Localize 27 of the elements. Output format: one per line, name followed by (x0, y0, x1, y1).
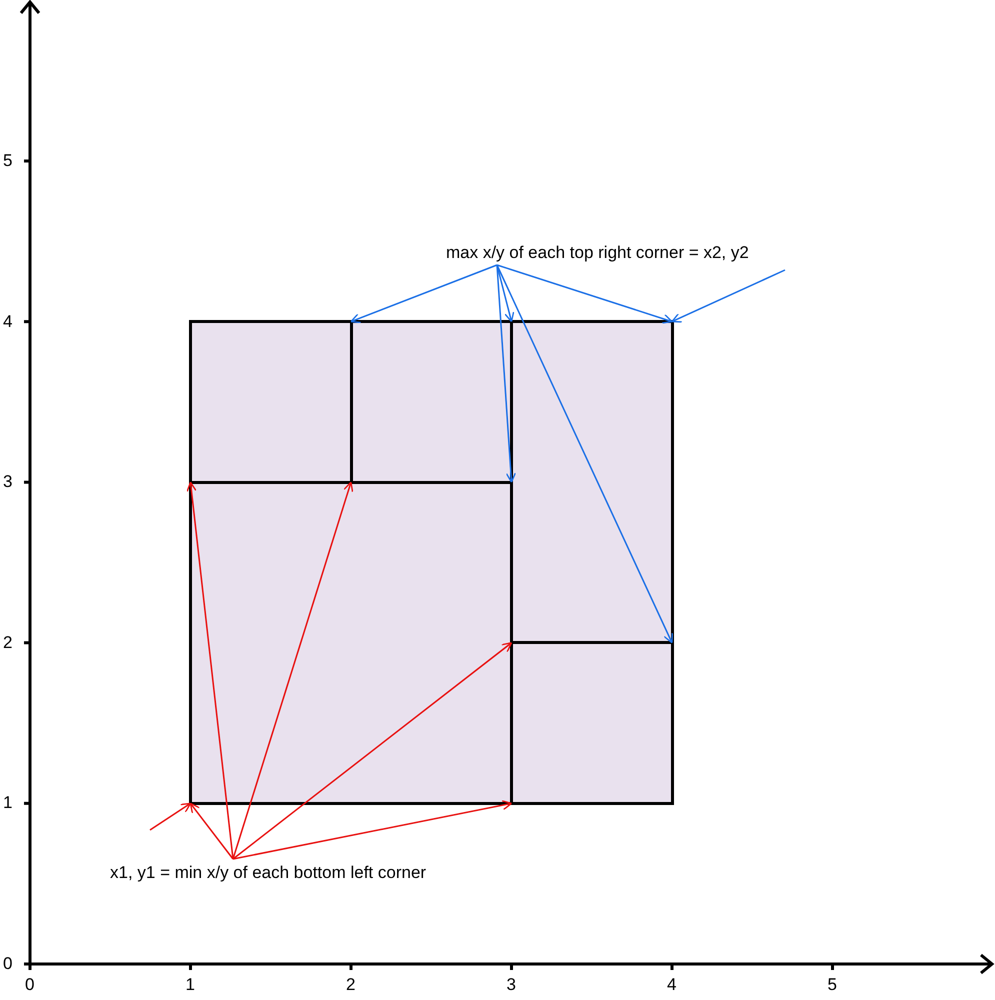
rectangle (510, 641, 674, 805)
leader-line (186, 482, 234, 860)
annotation-text: max x/y of each top right corner = x2, y2 (446, 243, 749, 263)
tick-label: 5 (3, 151, 12, 171)
tick-label: 3 (506, 975, 516, 995)
tick-label: 2 (3, 632, 12, 653)
rectangle (189, 320, 352, 484)
tick-label: 4 (3, 312, 12, 332)
tick-label: 4 (667, 975, 676, 995)
tick-label: 0 (25, 975, 34, 995)
leader-line (496, 264, 673, 644)
tick-label: 1 (186, 975, 195, 995)
leader-line (190, 802, 234, 860)
tick-label: 1 (3, 793, 12, 814)
tick-label: 2 (346, 975, 356, 995)
tick-label: 3 (3, 472, 12, 492)
leader-line (232, 482, 354, 860)
annotation-text: x1, y1 = min x/y of each bottom left corner (110, 863, 426, 883)
leader-line (496, 264, 516, 483)
leader-line (671, 269, 786, 323)
leader-line (232, 642, 512, 860)
leader-line (350, 264, 498, 324)
tick-label: 5 (828, 975, 837, 995)
leader-line (496, 264, 673, 324)
tick-label: 0 (3, 954, 12, 974)
leader-line (150, 802, 192, 831)
leader-line (232, 800, 512, 860)
